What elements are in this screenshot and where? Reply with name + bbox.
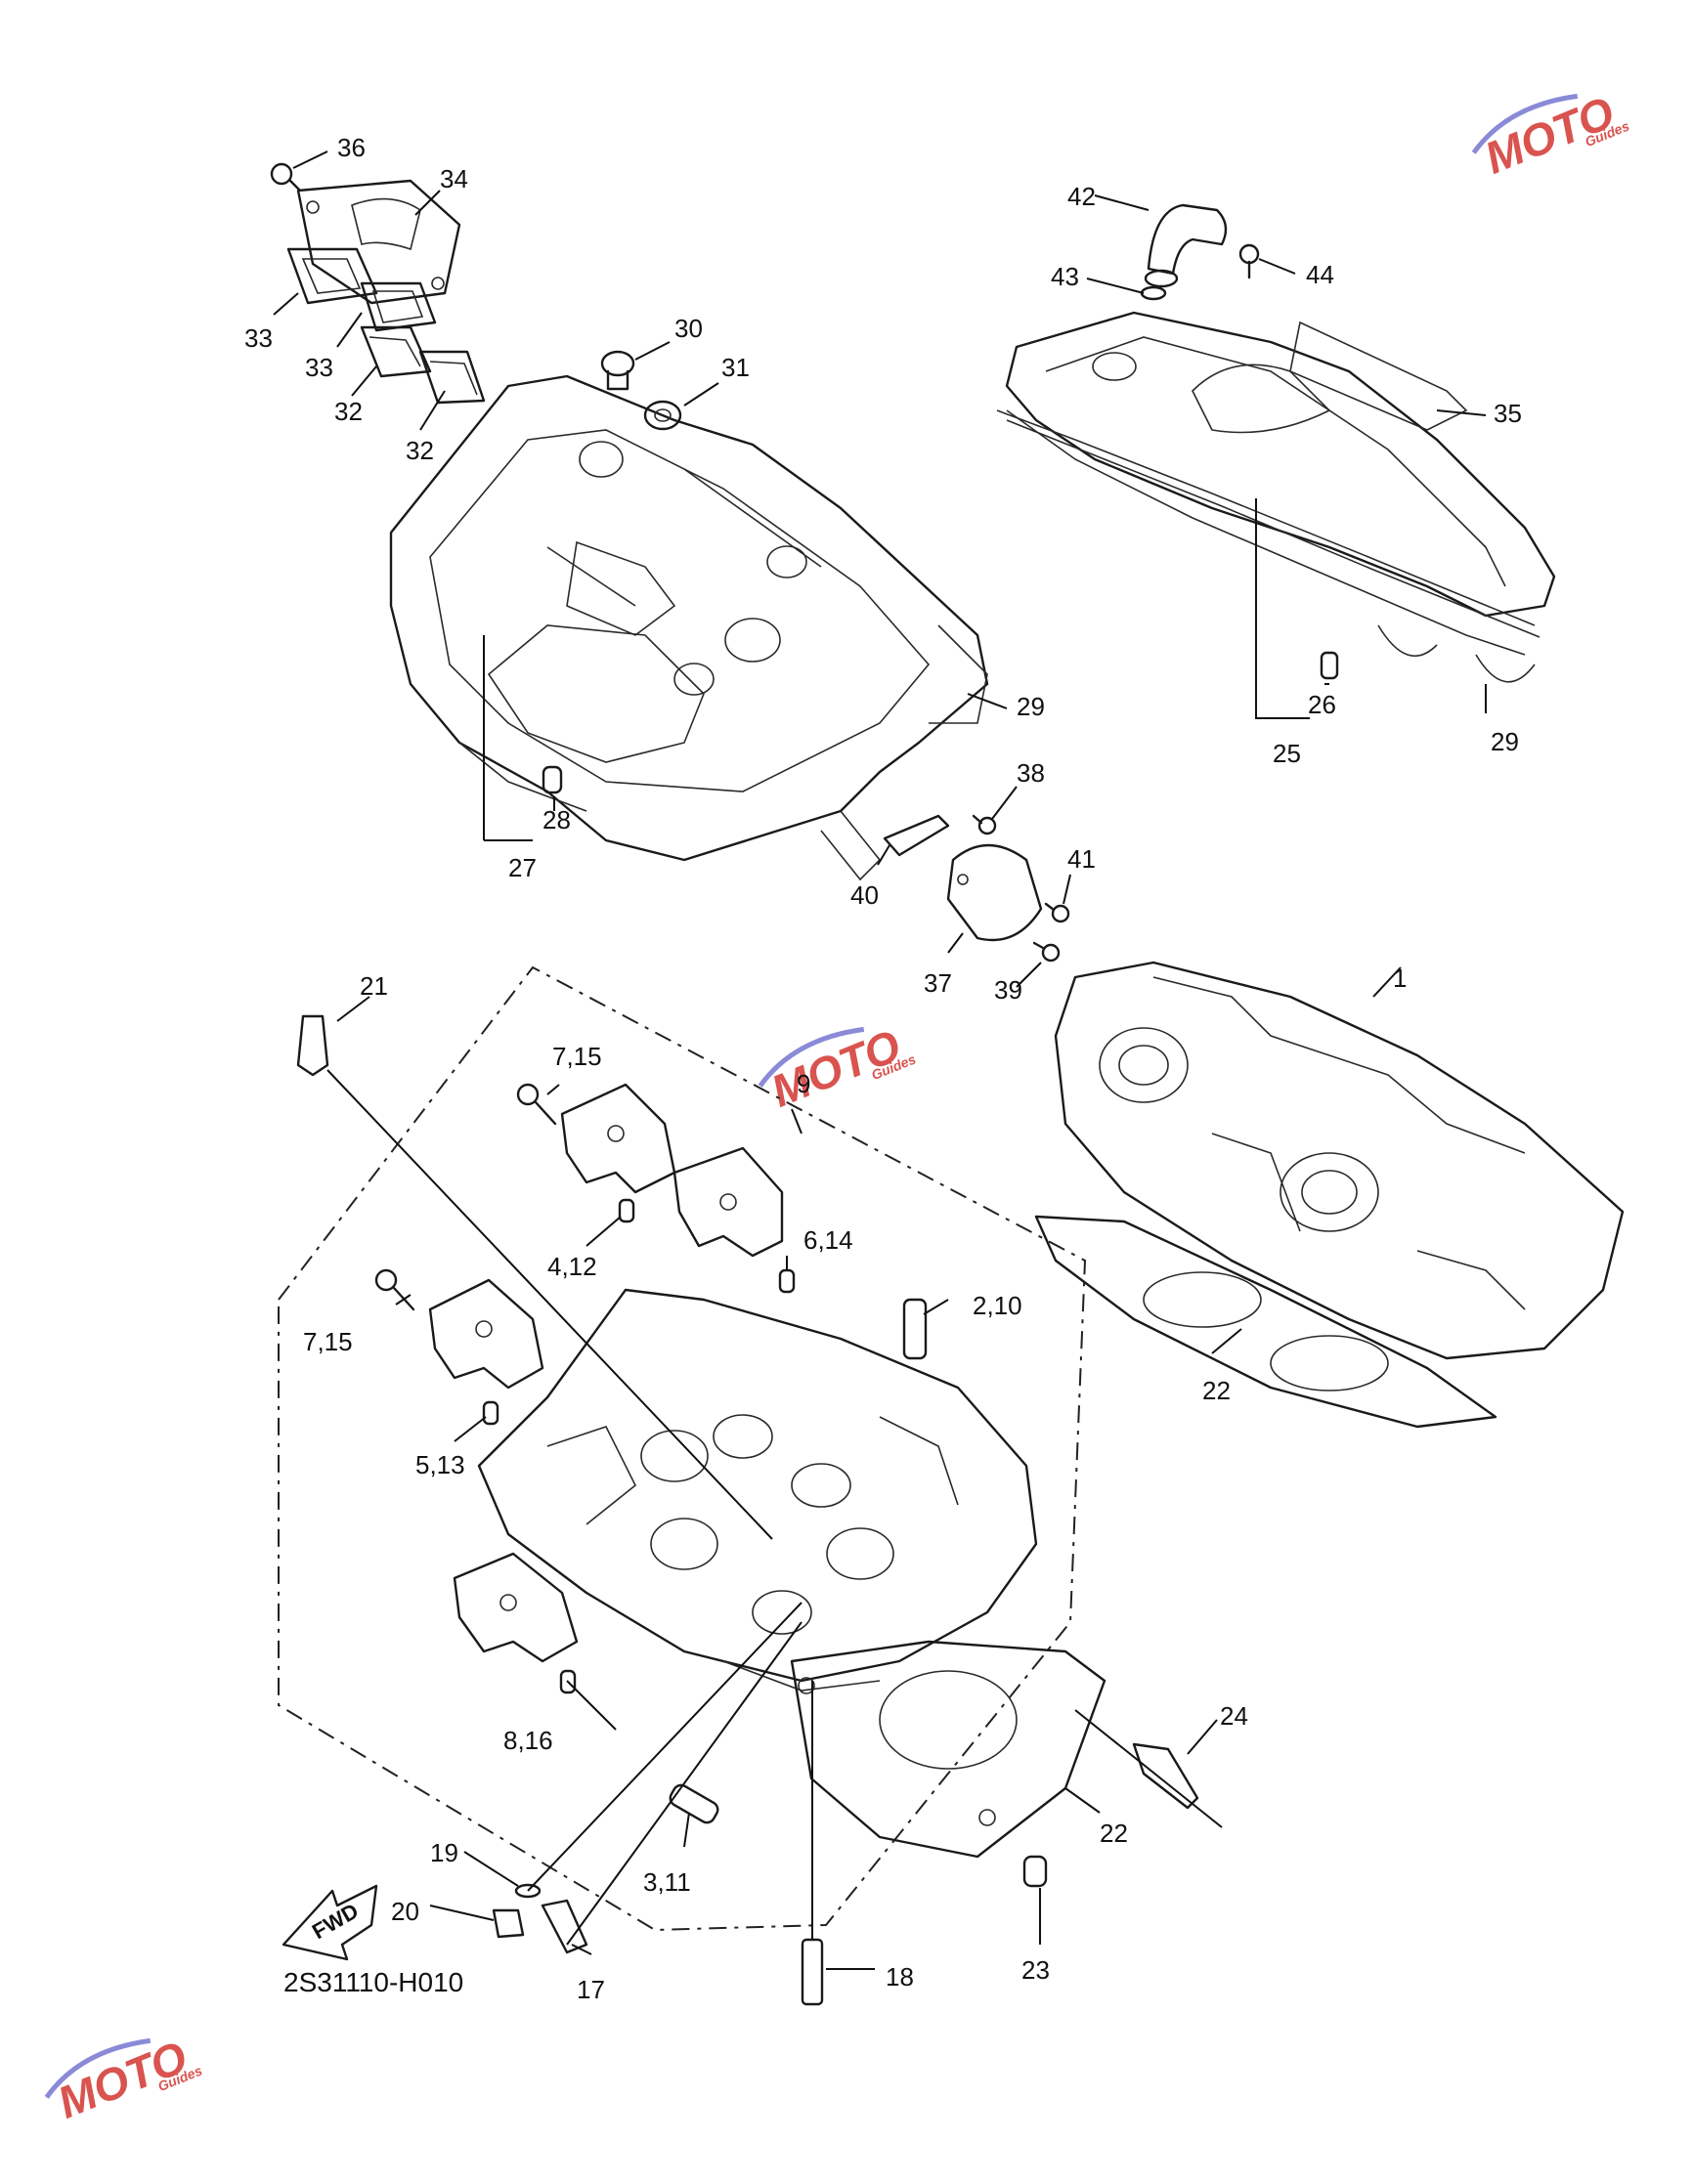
callout-24: 24	[1220, 1701, 1248, 1731]
dowel-28	[542, 765, 563, 794]
callout-29a: 29	[1017, 692, 1045, 721]
bolt-30	[600, 350, 635, 391]
bolt-36	[270, 162, 301, 192]
callout-17: 17	[577, 1975, 605, 2004]
callout-33b: 33	[305, 353, 333, 382]
guide-2-10	[902, 1298, 928, 1360]
callout-6-14: 6,14	[803, 1225, 853, 1255]
cam-cap-upper-left	[560, 1083, 676, 1194]
head-gasket-22-upper	[1034, 1215, 1497, 1429]
guide-3-11	[669, 1783, 719, 1824]
bolt-7-15-lower	[374, 1268, 415, 1311]
callout-7-15-upper: 7,15	[552, 1042, 602, 1071]
callout-34: 34	[440, 164, 468, 193]
callout-41: 41	[1067, 844, 1096, 874]
callout-4-12: 4,12	[547, 1252, 597, 1281]
callout-5-13: 5,13	[415, 1450, 465, 1479]
fwd-arrow-icon: FWD	[282, 1884, 378, 1961]
callout-20: 20	[391, 1897, 419, 1926]
callout-39: 39	[994, 975, 1022, 1005]
washer-19	[514, 1883, 542, 1899]
callout-28: 28	[542, 805, 571, 835]
callout-21: 21	[360, 971, 388, 1001]
o-ring-43	[1140, 285, 1167, 301]
callout-18: 18	[886, 1962, 914, 1991]
callout-27: 27	[508, 853, 537, 882]
dowel-5-13	[482, 1400, 499, 1426]
callout-38: 38	[1017, 758, 1045, 788]
callout-32b: 32	[406, 436, 434, 465]
callout-35: 35	[1494, 399, 1522, 428]
gasket-33b	[360, 281, 437, 332]
stud-18	[801, 1938, 824, 2006]
callout-7-15-lower: 7,15	[303, 1327, 353, 1356]
rear-cylinder-head-assembly-9	[278, 965, 1087, 1932]
dowel-26	[1320, 651, 1339, 680]
callout-9: 9	[797, 1069, 810, 1098]
callout-22b: 22	[1100, 1819, 1128, 1848]
callout-44: 44	[1306, 260, 1334, 289]
dowel-23	[1022, 1855, 1048, 1888]
callout-29b: 29	[1491, 727, 1519, 756]
reed-cover-34	[296, 179, 461, 305]
dowel-4-12	[618, 1198, 635, 1223]
callout-labels: 36 34 33 33 32 32 30 31 29 28 27 42 43 4…	[244, 133, 1522, 2004]
stud-17	[541, 1899, 588, 1954]
gasket-33a	[286, 247, 378, 305]
bolt-7-15-upper	[516, 1083, 557, 1126]
bracket-40	[883, 814, 950, 857]
front-head-cover	[1005, 311, 1556, 683]
rear-cylinder-head	[477, 1288, 1038, 1692]
gasket-front-29	[996, 409, 1540, 638]
grommet-31	[643, 400, 682, 431]
callout-26: 26	[1308, 690, 1336, 719]
cam-cap-middle	[428, 1278, 544, 1390]
bolt-20	[492, 1908, 525, 1939]
breather-hose-42	[1144, 203, 1228, 288]
watermark-center: MOTO Guides	[758, 1019, 918, 1117]
callout-8-16: 8,16	[503, 1726, 553, 1755]
callout-25: 25	[1273, 739, 1301, 768]
bolt-44	[1238, 243, 1260, 279]
callout-19: 19	[430, 1838, 458, 1867]
bolt-41	[1044, 902, 1070, 923]
callout-32a: 32	[334, 397, 363, 426]
callout-23: 23	[1021, 1955, 1050, 1985]
dowel-8-16	[559, 1669, 577, 1694]
bolt-38	[972, 814, 997, 835]
callout-42: 42	[1067, 182, 1096, 211]
bolt-39	[1032, 941, 1061, 963]
callout-31: 31	[721, 353, 750, 382]
reed-plate-32b	[418, 350, 486, 405]
callout-43: 43	[1051, 262, 1079, 291]
callout-1: 1	[1393, 964, 1407, 993]
front-cylinder-head-1	[1054, 961, 1625, 1360]
callout-30: 30	[674, 314, 703, 343]
watermark-top-right: MOTO Guides	[1471, 86, 1631, 184]
diagram-code: 2S31110-H010	[283, 1967, 463, 1997]
cam-cap-upper-right	[672, 1146, 784, 1258]
cam-cap-lower	[453, 1552, 579, 1663]
callout-36: 36	[337, 133, 366, 162]
leader-lines	[273, 150, 1487, 1970]
cover-37	[946, 843, 1043, 942]
watermark-bottom-left: MOTO Guides	[44, 2031, 204, 2128]
rear-head-cover	[389, 374, 989, 881]
callout-22a: 22	[1202, 1376, 1231, 1405]
dowel-6-14	[778, 1268, 796, 1294]
callout-33a: 33	[244, 323, 273, 353]
callout-37: 37	[924, 968, 952, 998]
spark-plug-21	[296, 1014, 329, 1077]
callout-2-10: 2,10	[973, 1291, 1022, 1320]
reed-plate-32a	[360, 325, 432, 378]
callout-40: 40	[850, 880, 879, 910]
callout-3-11: 3,11	[643, 1867, 691, 1897]
